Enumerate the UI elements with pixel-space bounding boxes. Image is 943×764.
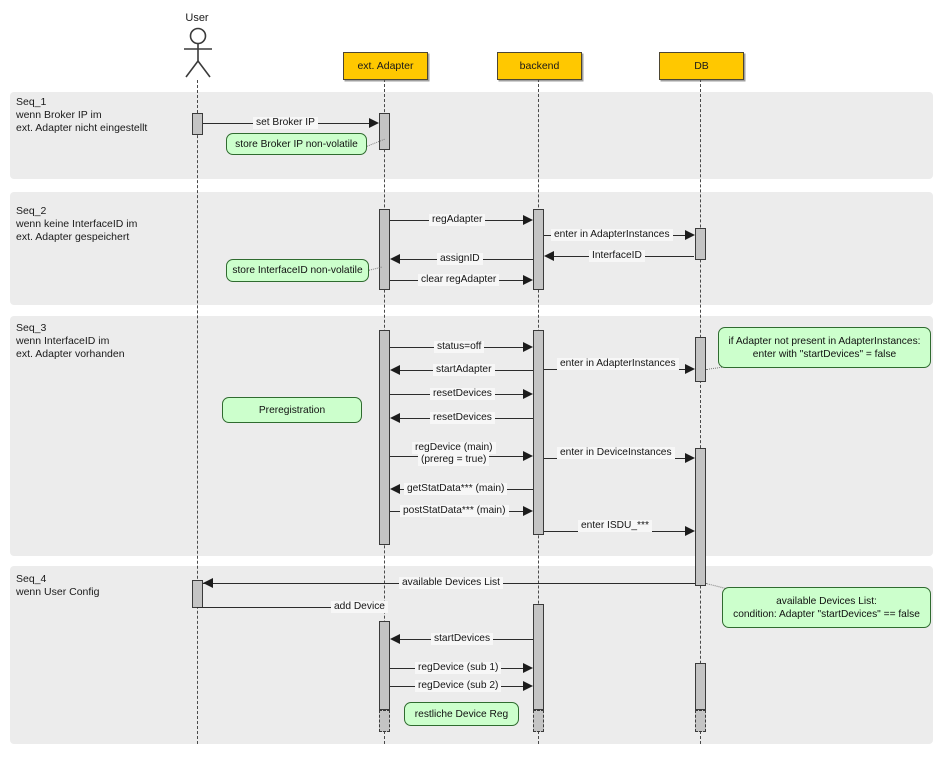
message-label-reg-device-main-1: regDevice (main) (412, 442, 496, 454)
participant-backend[interactable]: backend (497, 52, 582, 80)
activation-backend-seq2 (533, 209, 544, 290)
activation-backend-seq4-tail (533, 710, 544, 732)
message-arrow-reset-devices-1 (523, 389, 533, 399)
activation-backend-seq4 (533, 604, 544, 710)
message-label-assign-id: assignID (437, 253, 483, 265)
message-arrow-reg-device-main (523, 451, 533, 461)
participant-db[interactable]: DB (659, 52, 744, 80)
fragment-label-seq2-title: Seq_2 (16, 205, 47, 217)
message-label-reg-device-sub1: regDevice (sub 1) (415, 662, 502, 674)
fragment-label-seq1-cond2: ext. Adapter nicht eingestellt (16, 122, 148, 134)
message-label-reg-adapter: regAdapter (429, 214, 486, 226)
activation-db-seq3-a (695, 337, 706, 382)
activation-ext-adapter-seq4 (379, 621, 390, 710)
message-label-start-adapter: startAdapter (433, 364, 495, 376)
fragment-band-seq2 (10, 192, 933, 305)
message-line-add-device (197, 607, 373, 608)
message-label-enter-deviceinstances: enter in DeviceInstances (557, 447, 675, 459)
message-label-enter-adapterinstances-seq3: enter in AdapterInstances (557, 358, 679, 370)
activation-db-seq2 (695, 228, 706, 260)
note-adapter-not-present-text: if Adapter not present in AdapterInstanc… (728, 335, 921, 360)
activation-db-seq3-b (695, 448, 706, 586)
activation-db-seq4 (695, 663, 706, 710)
fragment-band-seq1 (10, 92, 933, 179)
message-label-enter-isdu: enter ISDU_*** (578, 520, 652, 532)
note-store-broker-ip: store Broker IP non-volatile (226, 133, 367, 155)
activation-user-seq4 (192, 580, 203, 608)
note-preregistration: Preregistration (222, 397, 362, 423)
actor-user-label: User (185, 12, 209, 24)
participant-backend-label: backend (519, 60, 560, 72)
message-label-get-stat-data: getStatData*** (main) (404, 483, 508, 495)
message-label-add-device: add Device (331, 601, 388, 613)
message-label-reg-device-main-2: (prereg = true) (418, 454, 490, 466)
activation-ext-adapter-seq1 (379, 113, 390, 150)
activation-ext-adapter-seq3 (379, 330, 390, 545)
message-arrow-status-off (523, 342, 533, 352)
message-arrow-enter-deviceinstances (685, 453, 695, 463)
note-store-broker-ip-text: store Broker IP non-volatile (235, 138, 358, 150)
message-arrow-reg-device-sub1 (523, 663, 533, 673)
activation-ext-adapter-seq2 (379, 209, 390, 290)
message-arrow-enter-adapterinstances-seq2 (685, 230, 695, 240)
activation-db-seq4-tail (695, 710, 706, 732)
note-store-interfaceid-text: store InterfaceID non-volatile (232, 265, 363, 276)
message-arrow-clear-reg-adapter (523, 275, 533, 285)
fragment-label-seq2-cond2: ext. Adapter gespeichert (16, 231, 130, 243)
message-arrow-reg-device-sub2 (523, 681, 533, 691)
activation-backend-seq3 (533, 330, 544, 535)
note-restliche-device-reg: restliche Device Reg (404, 702, 519, 726)
message-label-reg-device-sub2: regDevice (sub 2) (415, 680, 502, 692)
message-label-status-off: status=off (434, 341, 485, 353)
message-arrow-start-devices (390, 634, 400, 644)
message-label-clear-reg-adapter: clear regAdapter (418, 274, 500, 286)
participant-ext-adapter[interactable]: ext. Adapter (343, 52, 428, 80)
note-adapter-not-present: if Adapter not present in AdapterInstanc… (718, 327, 931, 368)
message-label-enter-adapterinstances-seq2: enter in AdapterInstances (551, 229, 673, 241)
fragment-label-seq3-cond1: wenn InterfaceID im (16, 335, 110, 347)
message-arrow-enter-adapterinstances-seq3 (685, 364, 695, 374)
fragment-label-seq3-title: Seq_3 (16, 322, 47, 334)
message-arrow-set-broker-ip (369, 118, 379, 128)
message-label-start-devices: startDevices (431, 633, 494, 645)
activation-user-seq1 (192, 113, 203, 135)
fragment-label-seq4-title: Seq_4 (16, 573, 47, 585)
fragment-label-seq3-cond2: ext. Adapter vorhanden (16, 348, 125, 360)
message-label-available-devices-list: available Devices List (399, 577, 503, 589)
message-arrow-get-stat-data (390, 484, 400, 494)
activation-ext-adapter-seq4-tail (379, 710, 390, 732)
note-available-devices-condition-text: available Devices List: condition: Adapt… (733, 595, 920, 620)
note-store-interfaceid: store InterfaceID non-volatile (226, 259, 369, 282)
participant-ext-adapter-label: ext. Adapter (357, 60, 414, 72)
message-arrow-assign-id (390, 254, 400, 264)
lifeline-user (197, 80, 198, 744)
message-arrow-post-stat-data (523, 506, 533, 516)
message-arrow-enter-isdu (685, 526, 695, 536)
fragment-label-seq2-cond1: wenn keine InterfaceID im (16, 218, 138, 230)
message-label-interfaceid: InterfaceID (589, 250, 645, 262)
message-arrow-interfaceid (544, 251, 554, 261)
message-arrow-start-adapter (390, 365, 400, 375)
lifeline-db (700, 79, 701, 744)
fragment-label-seq1-cond1: wenn Broker IP im (16, 109, 102, 121)
message-arrow-available-devices-list (203, 578, 213, 588)
note-preregistration-text: Preregistration (258, 404, 326, 416)
message-label-reset-devices-1: resetDevices (430, 388, 495, 400)
note-available-devices-condition: available Devices List: condition: Adapt… (722, 587, 931, 628)
message-label-post-stat-data: postStatData*** (main) (400, 505, 509, 517)
fragment-label-seq4-cond1: wenn User Config (16, 586, 100, 598)
message-arrow-reg-adapter (523, 215, 533, 225)
message-arrow-reset-devices-2 (390, 413, 400, 423)
note-restliche-device-reg-text: restliche Device Reg (414, 708, 509, 720)
message-label-set-broker-ip: set Broker IP (253, 117, 318, 129)
fragment-label-seq1-title: Seq_1 (16, 96, 47, 108)
actor-user-figure (178, 27, 218, 79)
message-label-reset-devices-2: resetDevices (430, 412, 495, 424)
participant-db-label: DB (694, 60, 709, 72)
